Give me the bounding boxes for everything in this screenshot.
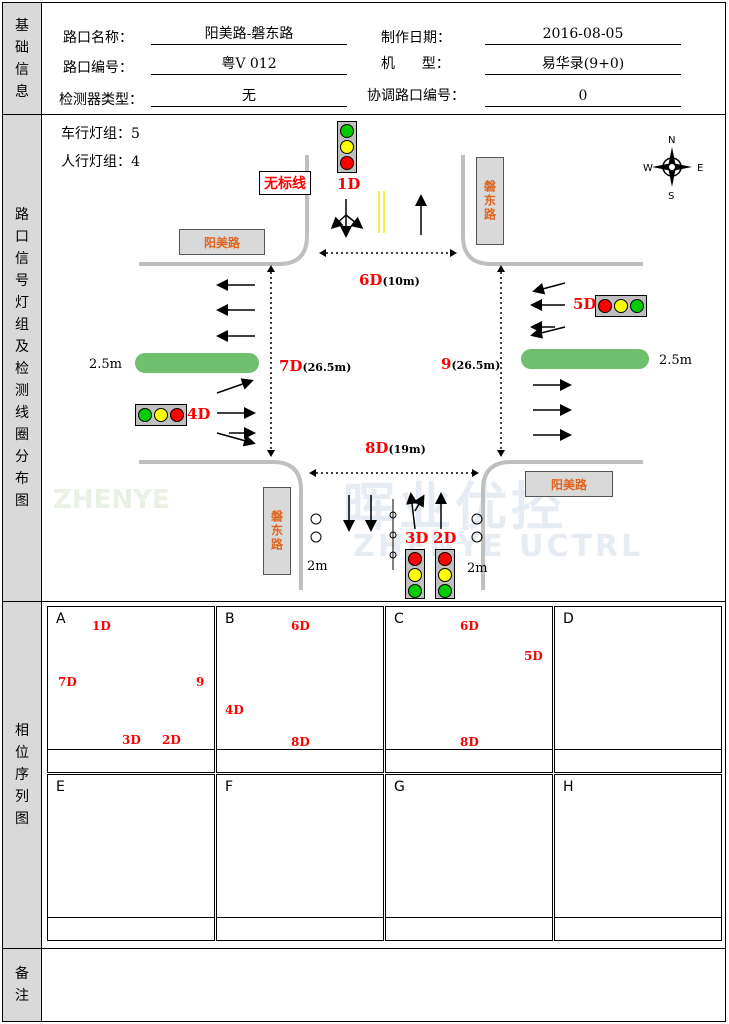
phase-cell-g: G bbox=[385, 774, 553, 941]
phase-label-h: H bbox=[563, 779, 574, 795]
island-west-width: 2.5m bbox=[89, 357, 123, 372]
group-6d: 6D(10m) bbox=[359, 271, 420, 289]
signal-2d bbox=[435, 549, 455, 599]
remarks-label: 备注 bbox=[3, 949, 42, 1021]
coord-value: 0 bbox=[485, 87, 681, 107]
group-7d: 7D(26.5m) bbox=[279, 357, 352, 375]
phase-cell-d: D bbox=[554, 606, 722, 773]
compass-s: S bbox=[668, 191, 675, 202]
phase-label-c: C bbox=[394, 611, 404, 627]
remarks-section: 备注 bbox=[2, 948, 726, 1022]
island-east bbox=[521, 349, 649, 369]
island-west bbox=[135, 353, 259, 373]
phase-cell-f: F bbox=[216, 774, 384, 941]
phase-cell-h: H bbox=[554, 774, 722, 941]
phase-cell-a: A 1D 7D 9 3D 2D bbox=[47, 606, 215, 773]
phase-tag: 9 bbox=[196, 675, 205, 689]
machine-label: 机 型： bbox=[381, 56, 450, 72]
phase-tag: 8D bbox=[291, 735, 310, 749]
lane-arrows bbox=[216, 194, 572, 532]
phase-label-a: A bbox=[56, 611, 66, 627]
diagram-section: 路口信号灯组及检测线圈分布图 晖业优控 ZHENYE UCTRL ZHENYE bbox=[2, 114, 726, 602]
phase-tag: 5D bbox=[524, 649, 543, 663]
basic-info-section: 基础信息 路口名称： 阳美路-磐东路 制作日期： 2016-08-05 路口编号… bbox=[2, 2, 726, 115]
phase-label-g: G bbox=[394, 779, 405, 795]
group-3d: 3D bbox=[405, 529, 429, 547]
island-east-width: 2.5m bbox=[659, 353, 693, 368]
road-label-pd-north: 磐东路 bbox=[476, 157, 504, 245]
group-1d: 1D bbox=[337, 175, 361, 193]
phase-tag: 2D bbox=[162, 733, 181, 747]
phase-tag: 7D bbox=[58, 675, 77, 689]
group-2d: 2D bbox=[433, 529, 457, 547]
sidewalk-sw: 2m bbox=[307, 559, 328, 574]
phase-section: 相位序列图 A 1D 7D 9 3D 2D B 6D 4D 8D C 6D 5D 8D D E F G H bbox=[2, 601, 726, 949]
signal-1d bbox=[337, 121, 357, 173]
name-value: 阳美路-磐东路 bbox=[151, 25, 347, 45]
phase-label-f: F bbox=[225, 779, 234, 795]
road-label-ym-east: 阳美路 bbox=[525, 471, 613, 497]
phase-tag: 3D bbox=[122, 733, 141, 747]
intersection-drawing bbox=[135, 147, 692, 590]
compass-icon bbox=[652, 147, 692, 187]
phase-label-e: E bbox=[56, 779, 65, 795]
signal-4d bbox=[135, 404, 187, 426]
code-label: 路口编号： bbox=[63, 60, 133, 76]
detector-label: 检测器类型： bbox=[59, 92, 143, 108]
sidewalk-se: 2m bbox=[467, 561, 488, 576]
code-value: 粤V 012 bbox=[151, 55, 347, 75]
diagram-label: 路口信号灯组及检测线圈分布图 bbox=[3, 115, 42, 601]
phase-duration-row bbox=[555, 749, 721, 772]
date-value: 2016-08-05 bbox=[485, 25, 681, 45]
group-4d: 4D bbox=[187, 405, 211, 423]
coord-label: 协调路口编号： bbox=[367, 88, 465, 104]
phase-tag: 1D bbox=[92, 619, 111, 633]
phase-cell-c: C 6D 5D 8D bbox=[385, 606, 553, 773]
compass-w: W bbox=[643, 163, 653, 174]
center-lines bbox=[378, 191, 385, 233]
no-marking-label: 无标线 bbox=[259, 171, 311, 195]
phase-duration-row bbox=[48, 917, 214, 940]
machine-value: 易华录(9+0) bbox=[485, 55, 681, 75]
road-label-pd-south: 磐东路 bbox=[263, 487, 291, 575]
detector-value: 无 bbox=[151, 87, 347, 107]
phase-duration-row bbox=[386, 917, 552, 940]
compass-n: N bbox=[668, 135, 676, 146]
road-label-ym-west: 阳美路 bbox=[179, 229, 265, 255]
group-8d: 8D(19m) bbox=[365, 439, 426, 457]
phase-duration-row bbox=[386, 749, 552, 772]
phase-duration-row bbox=[217, 917, 383, 940]
vehicle-group-count: 车行灯组：5 bbox=[61, 126, 140, 142]
watermark-left: ZHENYE bbox=[53, 485, 170, 515]
signal-5d bbox=[595, 295, 647, 317]
watermark-en: ZHENYE UCTRL bbox=[353, 529, 644, 564]
phase-label-d: D bbox=[563, 611, 574, 627]
phase-duration-row bbox=[48, 749, 214, 772]
compass-e: E bbox=[697, 163, 704, 174]
phase-label: 相位序列图 bbox=[3, 602, 42, 948]
name-label: 路口名称： bbox=[63, 30, 133, 46]
road-curbs bbox=[139, 155, 643, 590]
phase-duration-row bbox=[555, 917, 721, 940]
signal-3d bbox=[405, 549, 425, 599]
ped-group-count: 人行灯组：4 bbox=[61, 154, 140, 170]
date-label: 制作日期： bbox=[381, 30, 451, 46]
phase-duration-row bbox=[217, 749, 383, 772]
basic-info-label: 基础信息 bbox=[3, 3, 42, 114]
phase-tag: 4D bbox=[225, 703, 244, 717]
phase-tag: 8D bbox=[460, 735, 479, 749]
phase-cell-e: E bbox=[47, 774, 215, 941]
phase-cell-b: B 6D 4D 8D bbox=[216, 606, 384, 773]
phase-label-b: B bbox=[225, 611, 235, 627]
phase-tag: 6D bbox=[291, 619, 310, 633]
group-9: 9(26.5m) bbox=[441, 355, 501, 373]
group-5d: 5D bbox=[573, 295, 597, 313]
phase-tag: 6D bbox=[460, 619, 479, 633]
